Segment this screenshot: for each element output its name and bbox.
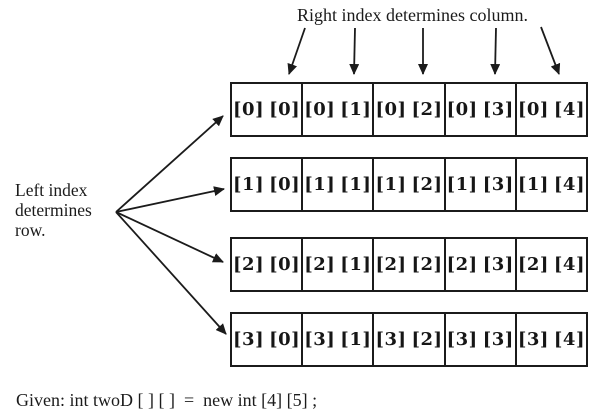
arrow-column-0-icon (287, 27, 306, 75)
row-index-label: [1] (233, 174, 265, 195)
arrow-row-3-icon (115, 211, 227, 335)
col-index-label: [3] (482, 99, 514, 120)
array-cell-3-2: [3] [2] (374, 314, 446, 365)
row-index-label: [0] (304, 99, 336, 120)
row-index-label: [0] (375, 99, 407, 120)
row-index-label: [2] (233, 254, 265, 275)
col-index-label: [2] (411, 329, 443, 350)
array-cell-0-4: [0] [4] (517, 84, 586, 135)
code-caption: Given: int twoD [ ] [ ] = new int [4] [5… (16, 390, 318, 410)
array-cell-3-1: [3] [1] (303, 314, 375, 365)
col-index-label: [3] (482, 329, 514, 350)
col-index-label: [1] (340, 254, 372, 275)
row-index-label: [2] (446, 254, 478, 275)
array-cell-0-0: [0] [0] (232, 84, 304, 135)
col-index-label: [4] (553, 99, 585, 120)
row-index-label: [3] (517, 329, 549, 350)
col-index-label: [0] (269, 99, 301, 120)
array-row-1: [1] [0] [1] [1] [1] [2] [1] [3] [1] [4] (230, 157, 588, 212)
col-index-label: [4] (553, 254, 585, 275)
array-cell-1-1: [1] [1] (303, 159, 375, 210)
col-index-label: [2] (411, 254, 443, 275)
row-index-label: [3] (446, 329, 478, 350)
arrow-row-2-icon (115, 211, 224, 263)
col-index-label: [0] (269, 329, 301, 350)
col-index-label: [2] (411, 99, 443, 120)
row-index-label: [3] (233, 329, 265, 350)
array-cell-0-1: [0] [1] (303, 84, 375, 135)
row-index-label: [0] (233, 99, 265, 120)
col-index-label: [3] (482, 254, 514, 275)
row-index-label: [3] (375, 329, 407, 350)
array-cell-3-4: [3] [4] (517, 314, 586, 365)
array-cell-1-4: [1] [4] (517, 159, 586, 210)
arrow-row-1-icon (115, 186, 225, 213)
array-cell-3-0: [3] [0] (232, 314, 304, 365)
row-index-label: [2] (375, 254, 407, 275)
array-cell-0-2: [0] [2] (374, 84, 446, 135)
row-index-label: [0] (517, 99, 549, 120)
arrow-column-4-icon (540, 26, 561, 75)
array-cell-2-0: [2] [0] (232, 239, 304, 290)
row-index-label: [1] (304, 174, 336, 195)
col-index-label: [0] (269, 174, 301, 195)
array-cell-1-2: [1] [2] (374, 159, 446, 210)
col-index-label: [1] (340, 329, 372, 350)
row-index-label: [2] (517, 254, 549, 275)
array-cell-2-4: [2] [4] (517, 239, 586, 290)
col-index-label: [1] (340, 174, 372, 195)
arrow-column-3-icon (490, 27, 501, 75)
row-index-label: [1] (446, 174, 478, 195)
row-index-label: [0] (446, 99, 478, 120)
array-cell-0-3: [0] [3] (446, 84, 517, 135)
array-row-3: [3] [0] [3] [1] [3] [2] [3] [3] [3] [4] (230, 312, 588, 367)
array-cell-2-3: [2] [3] (446, 239, 517, 290)
array-row-2: [2] [0] [2] [1] [2] [2] [2] [3] [2] [4] (230, 237, 588, 292)
col-index-label: [4] (553, 174, 585, 195)
col-index-label: [2] (411, 174, 443, 195)
left-index-annotation: Left index determines row. (15, 180, 92, 240)
row-index-label: [2] (304, 254, 336, 275)
array-cell-2-2: [2] [2] (374, 239, 446, 290)
array-cell-1-0: [1] [0] (232, 159, 304, 210)
row-index-label: [1] (375, 174, 407, 195)
col-index-label: [0] (269, 254, 301, 275)
array-cell-3-3: [3] [3] (446, 314, 517, 365)
col-index-label: [1] (340, 99, 372, 120)
array-row-0: [0] [0] [0] [1] [0] [2] [0] [3] [0] [4] (230, 82, 588, 137)
arrow-column-1-icon (349, 27, 360, 75)
col-index-label: [3] (482, 174, 514, 195)
col-index-label: [4] (553, 329, 585, 350)
row-index-label: [3] (304, 329, 336, 350)
arrow-row-0-icon (115, 115, 224, 213)
right-index-annotation: Right index determines column. (297, 5, 528, 25)
array-cell-2-1: [2] [1] (303, 239, 375, 290)
array-cell-1-3: [1] [3] (446, 159, 517, 210)
row-index-label: [1] (517, 174, 549, 195)
